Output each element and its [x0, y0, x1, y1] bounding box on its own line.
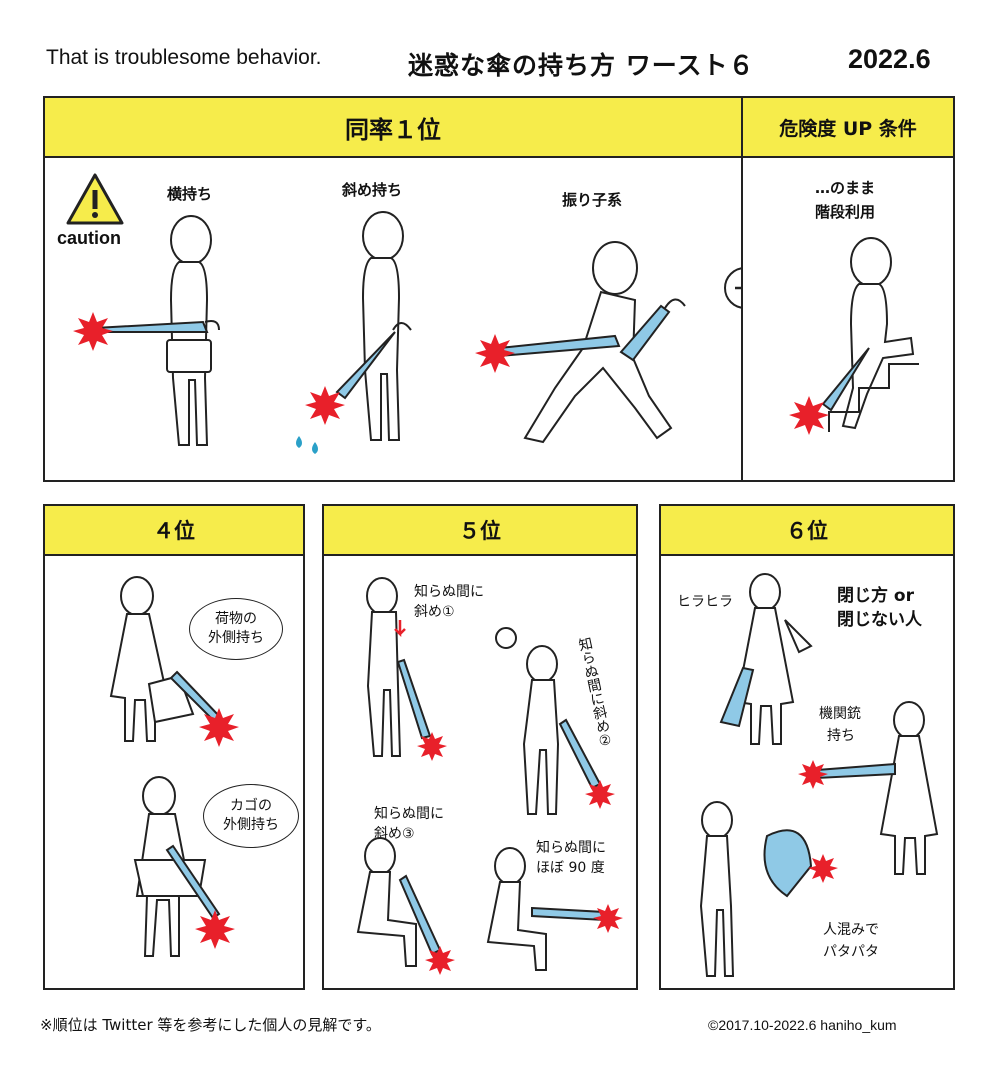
figure-stairs	[789, 237, 919, 435]
danger-up-heading: 危険度 UP 条件	[743, 98, 953, 158]
label-slant1-line2: 斜め①	[414, 604, 455, 620]
burst-shape	[798, 760, 828, 789]
burst-shape	[195, 910, 235, 949]
caution-icon	[66, 173, 124, 225]
label-slant1-line1: 知らぬ間に	[414, 584, 484, 600]
burst-shape	[199, 708, 239, 747]
label-crowd-line1: 人混みで	[823, 922, 879, 938]
top-rank-panel: 同率１位 caution 横持ち 斜め持ち 振り子系	[43, 96, 743, 482]
label-nanamemochi: 斜め持ち	[342, 181, 403, 199]
subtitle-english: That is troublesome behavior.	[46, 46, 322, 69]
burst-shape	[475, 334, 515, 373]
figure-baggage-outside	[109, 576, 239, 747]
stairs-label-line2: 階段利用	[815, 203, 876, 221]
speech-bubble-baggage: 荷物の外側持ち	[189, 598, 283, 660]
figure-diagonal-carry	[296, 211, 412, 454]
rank6-heading: ６位	[661, 506, 953, 556]
rank5-panel: ５位 知らぬ間に 斜め① 知らぬ間に斜め② 知らぬ間に 斜め③ 知らぬ間に ほぼ…	[322, 504, 638, 990]
label-machinegun-line1: 機関銃	[819, 706, 861, 722]
label-90deg-line1: 知らぬ間に	[536, 840, 606, 856]
label-slant3-line1: 知らぬ間に	[374, 806, 444, 822]
label-machinegun-line2: 持ち	[827, 728, 855, 744]
figure-basket-outside	[133, 776, 235, 957]
burst-shape	[585, 780, 615, 809]
date-label: 2022.6	[848, 44, 931, 74]
burst-shape	[593, 904, 623, 933]
figure-hirahira	[719, 573, 813, 745]
burst-shape	[417, 732, 447, 761]
label-closing-line1: 閉じ方 or	[837, 586, 914, 606]
burst-shape	[808, 854, 838, 883]
label-hirahira: ヒラヒラ	[677, 594, 733, 610]
label-crowd-line2: パタパタ	[823, 944, 879, 960]
page-title: 迷惑な傘の持ち方 ワースト６	[408, 51, 755, 80]
label-furikokei: 振り子系	[562, 191, 623, 209]
figure-90deg	[486, 847, 623, 971]
danger-up-panel: 危険度 UP 条件 …のまま 階段利用	[741, 96, 955, 482]
burst-shape	[73, 312, 113, 351]
label-closing-line2: 閉じない人	[837, 610, 922, 630]
rank4-panel: ４位 荷物の外側持ち カゴの外側持ち	[43, 504, 305, 990]
caution-label: caution	[57, 228, 122, 248]
speech-bubble-basket: カゴの外側持ち	[203, 784, 299, 848]
rank4-heading: ４位	[45, 506, 303, 556]
figure-slant1	[366, 577, 447, 761]
figure-horizontal-carry	[73, 215, 220, 446]
figure-slant3	[356, 837, 455, 975]
burst-shape	[789, 396, 829, 435]
top-rank-heading: 同率１位	[45, 98, 741, 158]
figure-crowd-flapping	[699, 801, 838, 977]
rank5-heading: ５位	[324, 506, 636, 556]
stairs-label-line1: …のまま	[815, 179, 876, 197]
figure-pendulum-swing	[475, 241, 686, 444]
burst-shape	[305, 386, 345, 425]
rank6-panel: ６位 ヒラヒラ 閉じ方 or 閉じない人 機関銃 持ち 人混みで パタパタ	[659, 504, 955, 990]
figure-slant2	[495, 627, 615, 815]
burst-shape	[425, 946, 455, 975]
figure-machinegun	[798, 701, 939, 875]
footer-copyright: ©2017.10-2022.6 haniho_kum	[708, 1017, 897, 1033]
footer-note: ※順位は Twitter 等を参考にした個人の見解です。	[40, 1016, 381, 1034]
label-yokomochi: 横持ち	[167, 185, 213, 203]
label-90deg-line2: ほぼ 90 度	[536, 860, 605, 876]
